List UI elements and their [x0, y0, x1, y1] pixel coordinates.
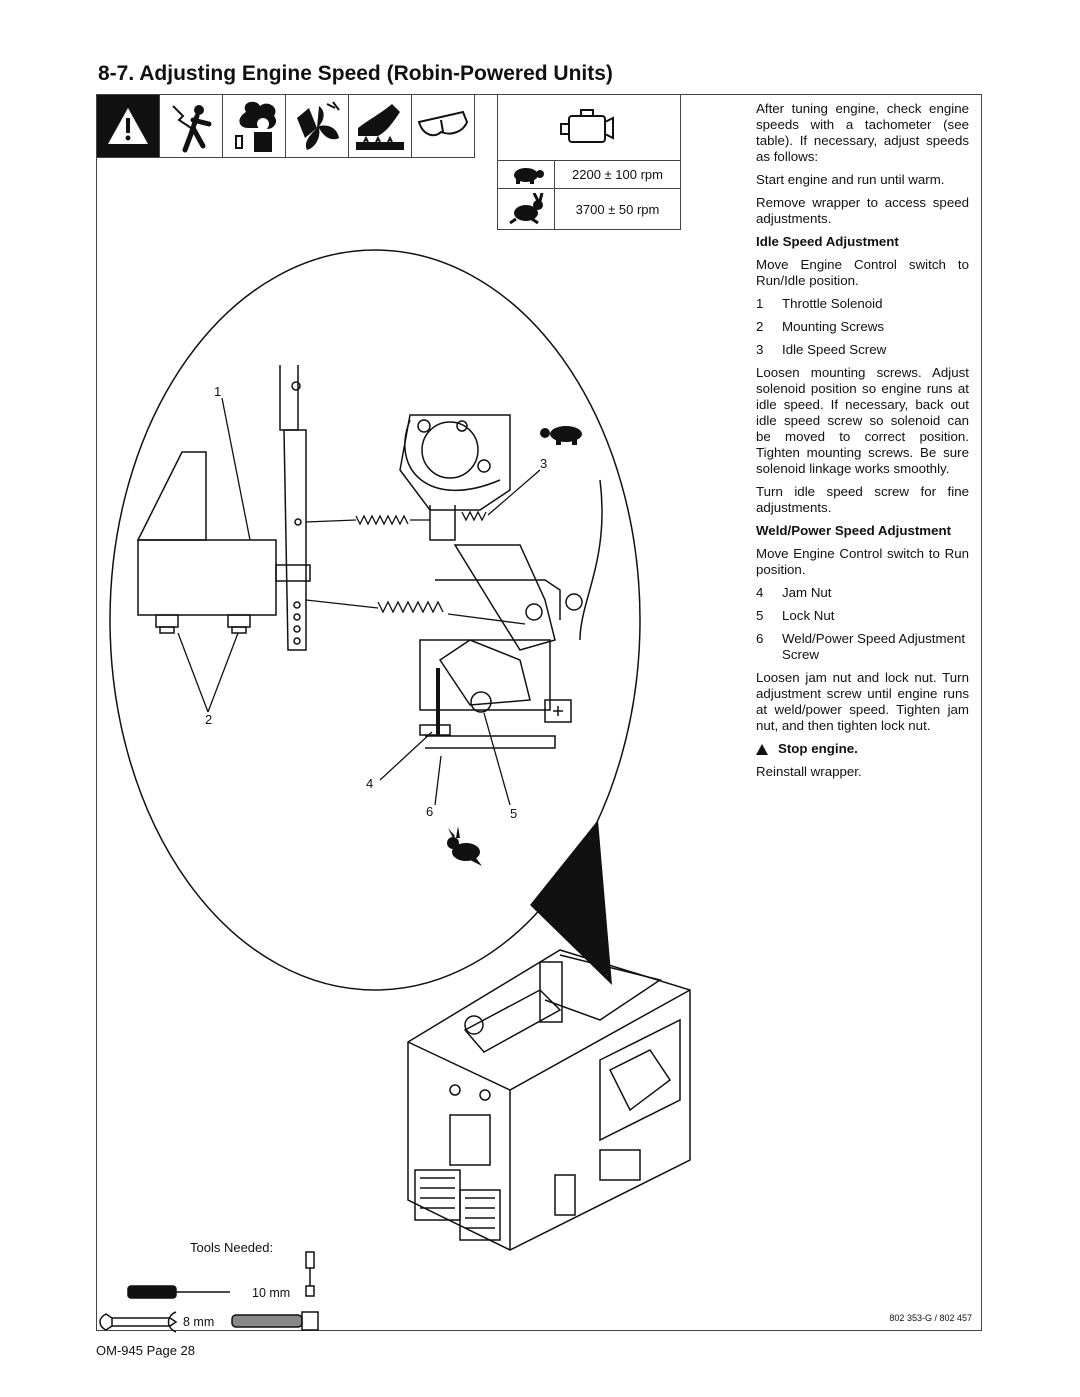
warning-icon-strip	[97, 95, 475, 158]
item-number: 5	[756, 608, 764, 623]
idle-turn-step: Turn idle speed screw for fine adjustmen…	[756, 484, 969, 515]
rabbit-run-icon	[498, 189, 555, 229]
run-speed-value: 3700 ± 50 rpm	[575, 201, 660, 217]
item-number: 3	[756, 342, 764, 357]
detail-pointer	[530, 820, 612, 985]
warning-triangle-icon	[756, 743, 768, 755]
socket-size-label: 10 mm	[252, 1286, 291, 1300]
list-item: 6 Weld/Power Speed Adjustment Screw	[756, 631, 969, 663]
socket-wrench-icon	[231, 1251, 319, 1331]
exhaust-fumes-icon	[223, 95, 286, 157]
callout-3: 3	[540, 456, 548, 471]
throttle-arm	[279, 365, 307, 651]
callout-1: 1	[214, 384, 222, 399]
run-speed-row: 3700 ± 50 rpm	[498, 189, 680, 229]
open-wrench-icon	[99, 1311, 178, 1333]
idle-move-step: Move Engine Control switch to Run/Idle p…	[756, 257, 969, 288]
callout-6: 6	[426, 804, 434, 819]
page-title: 8-7. Adjusting Engine Speed (Robin-Power…	[98, 62, 613, 85]
welder-generator	[407, 949, 691, 1251]
safety-glasses-icon	[412, 95, 475, 157]
callout-leaders	[177, 397, 541, 806]
item-label: Jam Nut	[782, 585, 832, 600]
electric-shock-icon	[160, 95, 223, 157]
reinstall-step: Reinstall wrapper.	[756, 764, 862, 779]
engine-speed-table: 2200 ± 100 rpm 3700 ± 50 rpm	[497, 95, 681, 230]
exclamation-warning-icon	[97, 95, 160, 157]
weld-text: Loosen jam nut and lock nut. Turn adjust…	[756, 670, 969, 733]
idle-speed-value: 2200 ± 100 rpm	[572, 167, 663, 182]
governor-assembly	[399, 414, 603, 749]
rabbit-icon	[447, 826, 482, 866]
page-footer: OM-945 Page 28	[96, 1343, 196, 1358]
list-item: 3 Idle Speed Screw	[756, 342, 969, 358]
stop-engine-warning: Stop engine.	[756, 741, 969, 757]
callout-5: 5	[510, 806, 518, 821]
list-item: 2 Mounting Screws	[756, 319, 969, 335]
item-number: 1	[756, 296, 764, 311]
moving-parts-icon	[286, 95, 349, 157]
document-number: 802 353-G / 802 457	[889, 1313, 972, 1323]
turtle-icon	[540, 426, 582, 445]
start-step: Start engine and run until warm.	[756, 172, 945, 187]
tools-needed-label: Tools Needed:	[190, 1240, 274, 1255]
throttle-solenoid	[136, 451, 311, 634]
idle-text: Loosen mounting screws. Adjust solenoid …	[756, 365, 969, 476]
item-label: Lock Nut	[782, 608, 835, 623]
idle-speed-row: 2200 ± 100 rpm	[498, 161, 680, 189]
item-label: Mounting Screws	[782, 319, 884, 334]
item-label: Throttle Solenoid	[782, 296, 883, 311]
callout-2: 2	[205, 712, 213, 727]
remove-step: Remove wrapper to access speed adjustmen…	[756, 195, 969, 226]
list-item: 4 Jam Nut	[756, 585, 969, 601]
instructions-column: After tuning engine, check engine speeds…	[756, 101, 969, 787]
engine-icon	[498, 95, 680, 161]
content-frame	[96, 94, 982, 1331]
weld-move-step: Move Engine Control switch to Run positi…	[756, 546, 969, 577]
list-item: 1 Throttle Solenoid	[756, 296, 969, 312]
callout-4: 4	[366, 776, 374, 791]
turtle-idle-icon	[498, 161, 555, 188]
hot-parts-icon	[349, 95, 412, 157]
list-item: 5 Lock Nut	[756, 608, 969, 624]
item-label: Weld/Power Speed Adjustment Screw	[782, 631, 966, 662]
governor-springs	[305, 510, 526, 625]
item-label: Idle Speed Screw	[782, 342, 887, 357]
stop-engine-label: Stop engine.	[778, 741, 858, 756]
weld-heading: Weld/Power Speed Adjustment	[756, 523, 952, 538]
item-number: 4	[756, 585, 764, 600]
screwdriver-icon	[127, 1285, 230, 1299]
idle-heading: Idle Speed Adjustment	[756, 234, 899, 249]
detail-ellipse	[109, 249, 641, 991]
item-number: 6	[756, 631, 764, 646]
item-number: 2	[756, 319, 764, 334]
intro-text: After tuning engine, check engine speeds…	[756, 101, 969, 164]
wrench-size-label: 8 mm	[183, 1315, 215, 1329]
